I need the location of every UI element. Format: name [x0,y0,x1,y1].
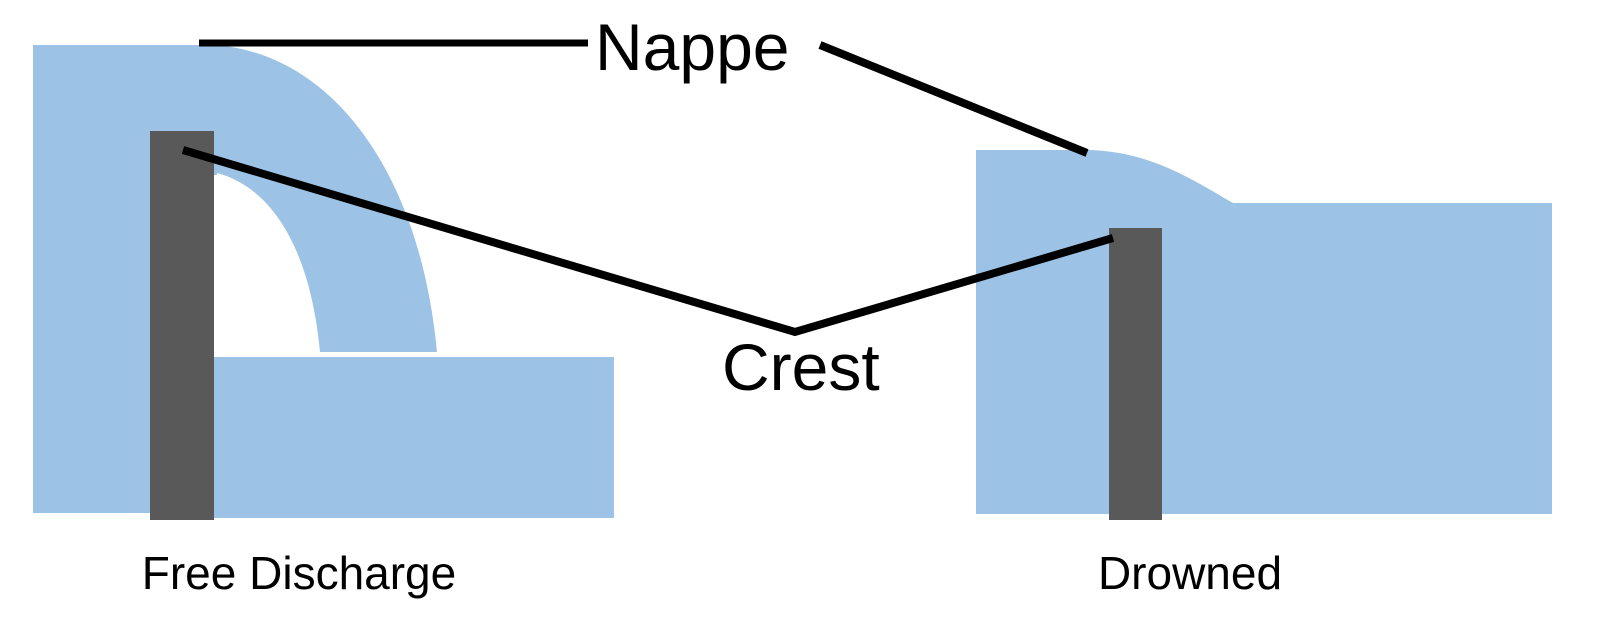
nappe-jet-free-discharge [205,45,437,352]
water-body-drowned [976,150,1552,514]
drowned-panel [976,150,1552,520]
crest-label: Crest [722,330,880,404]
nappe-label: Nappe [595,10,790,84]
drowned-caption: Drowned [1098,547,1282,599]
weir-wall-drowned [1109,228,1162,520]
free-discharge-panel [33,45,614,520]
downstream-pool-free-discharge [213,357,614,518]
nappe-right-leader-line [818,41,1089,157]
weir-wall-free-discharge [150,131,214,520]
callout-leader-lines [181,39,1115,337]
crest-leader-line [181,146,1115,337]
free-discharge-caption: Free Discharge [142,547,456,599]
